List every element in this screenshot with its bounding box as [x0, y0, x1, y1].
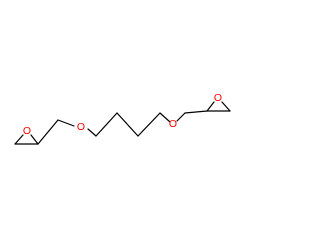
skeletal-formula: O O O O — [14, 92, 231, 145]
atom-label-oxygen-epoxide-left: O — [23, 125, 31, 137]
atom-label-oxygen-ether-right: O — [169, 118, 177, 130]
bond-right-epoxide-c8-o — [206, 101, 215, 112]
bond-o-ch2 — [176, 112, 186, 122]
bond-c2-ch2 — [37, 119, 59, 145]
atom-labels: O O O O — [23, 92, 222, 137]
bond-c5-c6 — [137, 112, 161, 137]
atom-label-oxygen-epoxide-right: O — [214, 92, 222, 104]
bond-c6-c7 — [159, 112, 171, 123]
bond-c3-c4 — [95, 112, 118, 137]
bonds — [14, 101, 231, 145]
bond-left-epoxide-o-c2 — [30, 134, 39, 145]
bond-ch2-c8 — [184, 110, 208, 114]
bond-right-epoxide-o-c9 — [221, 101, 231, 112]
bond-ch2-o — [57, 119, 75, 127]
bond-c4-c5 — [116, 112, 139, 137]
bond-o-c3 — [87, 128, 97, 137]
structure-canvas: O O O O — [14, 92, 231, 145]
bond-left-epoxide-c1-o — [14, 134, 24, 145]
atom-label-oxygen-ether-left: O — [77, 121, 85, 133]
